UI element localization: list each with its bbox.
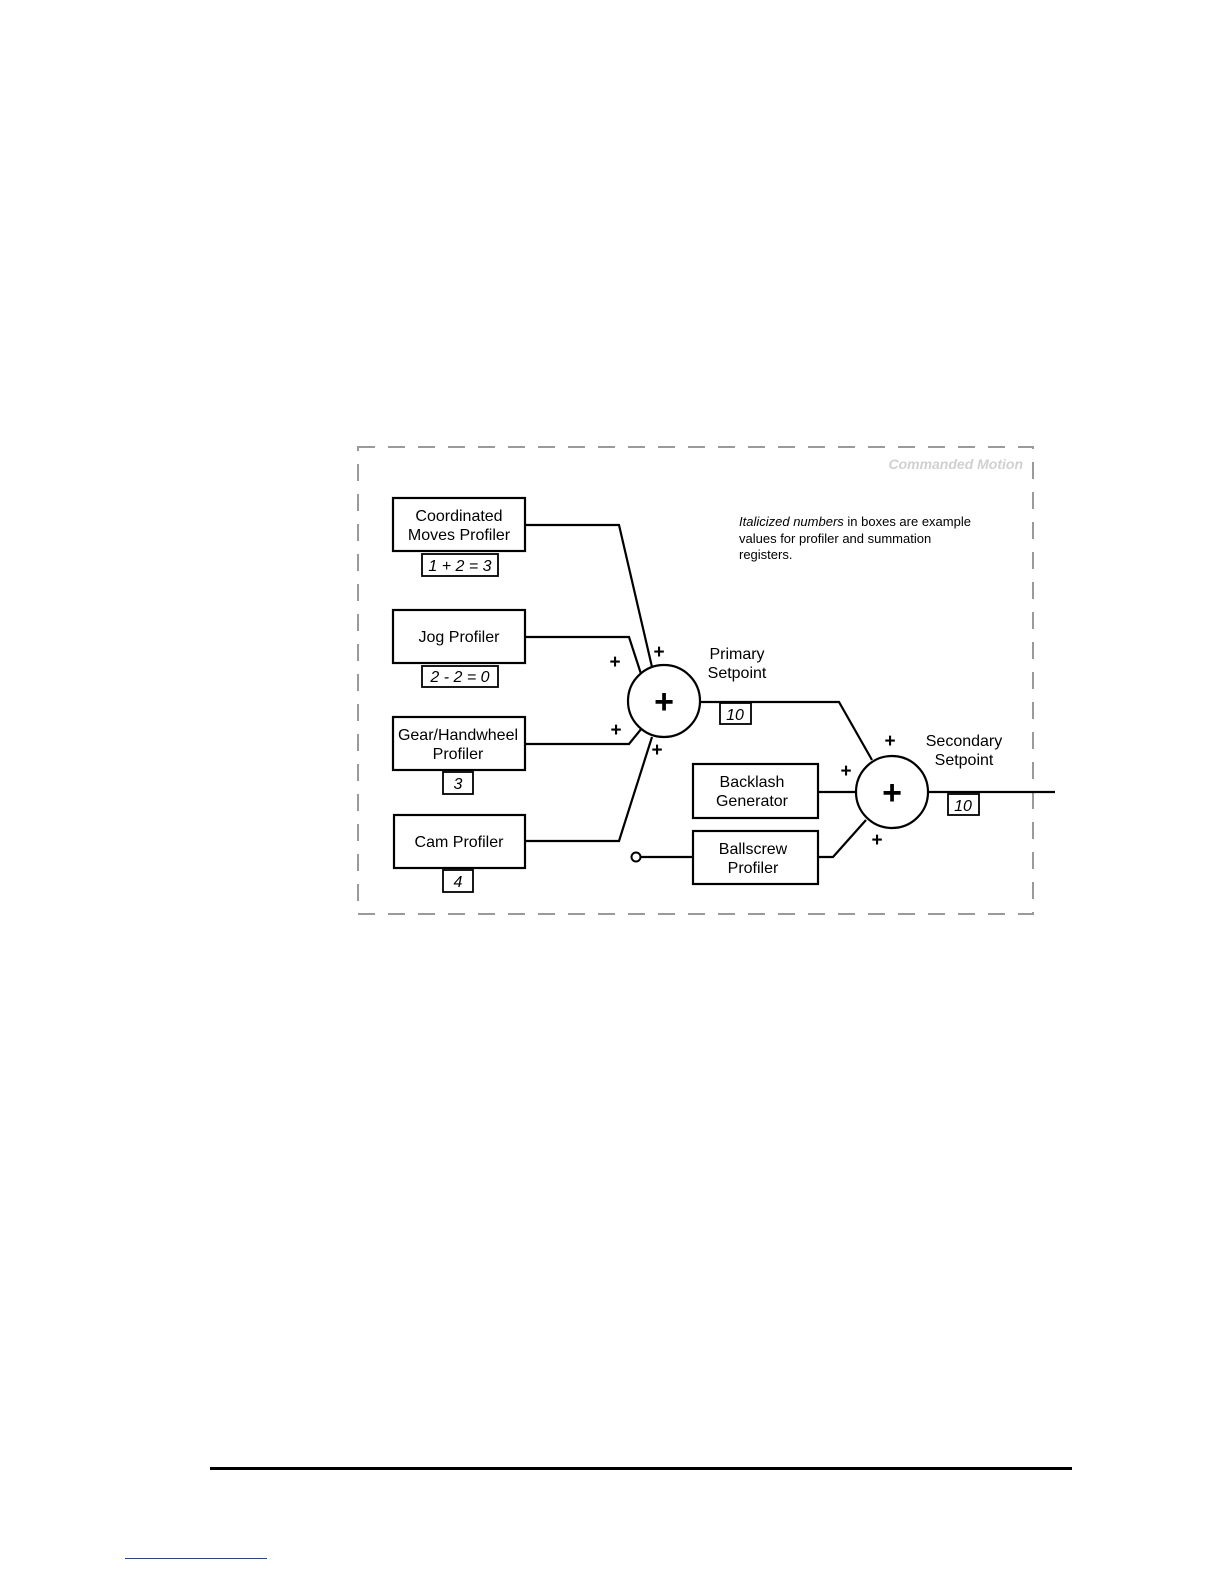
primary-plus-sign-gear: + xyxy=(610,720,621,741)
secondary-plus-sign-ballscrew: + xyxy=(871,830,882,851)
svg-text:10: 10 xyxy=(726,707,744,724)
secondary-summation-junction: + xyxy=(854,754,930,830)
svg-text:+: + xyxy=(882,774,902,812)
jog-profiler-block: Jog Profiler xyxy=(391,608,527,665)
primary-summation-junction: + xyxy=(626,663,702,739)
svg-text:4: 4 xyxy=(454,874,463,891)
cam-register: 4 xyxy=(442,869,474,893)
note-text: Italicized numbers in boxes are example xyxy=(739,514,971,529)
svg-text:3: 3 xyxy=(454,776,463,793)
coordinated-moves-register: 1 + 2 = 3 xyxy=(421,553,499,577)
wire-primary-to-secondary xyxy=(698,700,873,761)
svg-text:Profiler: Profiler xyxy=(728,860,779,877)
wire-gear-to-primary xyxy=(525,727,643,746)
svg-text:1 + 2 = 3: 1 + 2 = 3 xyxy=(428,558,491,575)
ballscrew-input-terminal xyxy=(630,851,642,863)
gear-handwheel-profiler-block: Gear/Handwheel Profiler xyxy=(391,715,527,772)
svg-text:Cam Profiler: Cam Profiler xyxy=(415,834,505,851)
ballscrew-profiler-block: Ballscrew Profiler xyxy=(691,829,820,886)
svg-text:Coordinated: Coordinated xyxy=(415,508,502,525)
footer-link-underline xyxy=(125,1558,267,1559)
secondary-setpoint-register: 10 xyxy=(947,793,980,816)
secondary-plus-sign-backlash: + xyxy=(840,761,851,782)
svg-text:10: 10 xyxy=(954,798,972,815)
backlash-generator-block: Backlash Generator xyxy=(691,762,820,820)
primary-setpoint-label-line2: Setpoint xyxy=(708,665,767,682)
commanded-motion-frame xyxy=(357,446,1034,915)
jog-register: 2 - 2 = 0 xyxy=(421,665,499,688)
primary-plus-sign-jog: + xyxy=(609,652,620,673)
secondary-setpoint-label: Secondary xyxy=(926,733,1003,750)
wire-ballscrew-to-secondary xyxy=(818,819,867,859)
svg-text:Generator: Generator xyxy=(716,793,789,810)
svg-text:Moves Profiler: Moves Profiler xyxy=(408,527,511,544)
frame-title: Commanded Motion xyxy=(888,456,1023,472)
svg-text:Backlash: Backlash xyxy=(720,774,785,791)
coordinated-moves-profiler-block: Coordinated Moves Profiler xyxy=(391,496,527,553)
svg-text:+: + xyxy=(654,683,674,721)
gear-handwheel-register: 3 xyxy=(442,771,474,795)
secondary-setpoint-label-line2: Setpoint xyxy=(935,752,994,769)
wire-jog-to-primary xyxy=(525,635,644,678)
svg-text:Jog Profiler: Jog Profiler xyxy=(419,629,501,646)
svg-text:Ballscrew: Ballscrew xyxy=(719,841,788,858)
svg-text:2 - 2 = 0: 2 - 2 = 0 xyxy=(429,669,489,686)
primary-setpoint-register: 10 xyxy=(719,702,752,725)
footer-rule xyxy=(210,1467,1072,1470)
primary-setpoint-label: Primary xyxy=(709,646,764,663)
svg-text:Gear/Handwheel: Gear/Handwheel xyxy=(398,727,518,744)
primary-plus-sign-cam: + xyxy=(651,740,662,761)
note-text-line2: values for profiler and summation xyxy=(739,531,931,546)
secondary-plus-sign-primary: + xyxy=(884,731,895,752)
wire-cam-to-primary xyxy=(525,736,654,843)
wire-coordinated-to-primary xyxy=(525,523,654,668)
note-text-line3: registers. xyxy=(739,547,792,562)
svg-text:Profiler: Profiler xyxy=(433,746,484,763)
cam-profiler-block: Cam Profiler xyxy=(392,813,527,870)
primary-plus-sign-coordinated: + xyxy=(653,642,664,663)
